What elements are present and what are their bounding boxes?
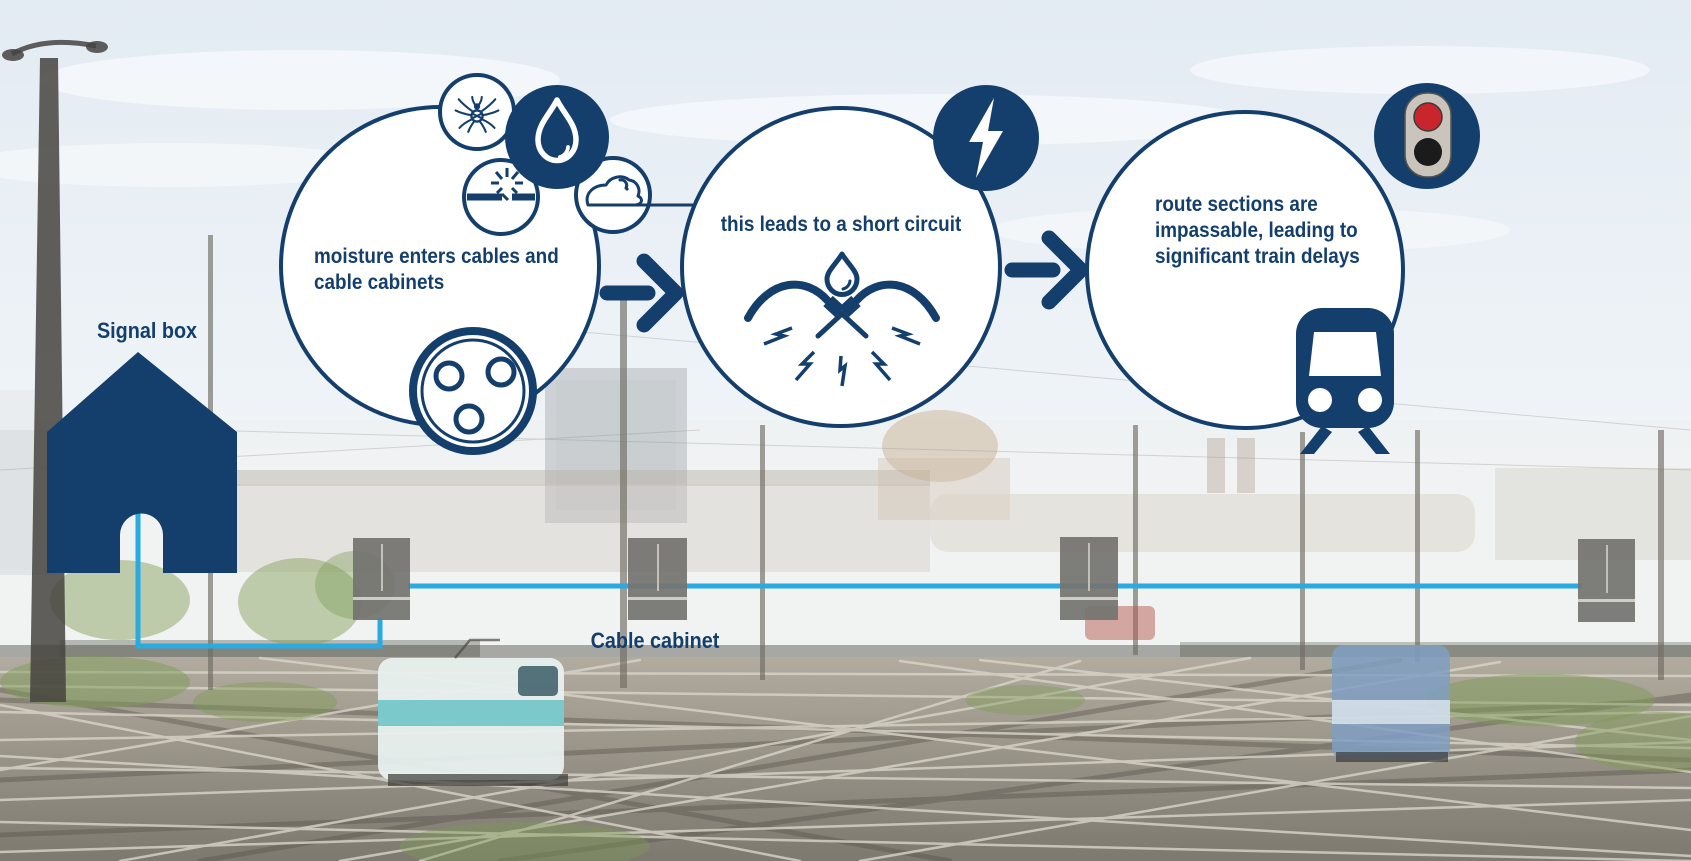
cabinet-door-gap [1088, 542, 1090, 591]
cabinet-door-gap [656, 543, 659, 592]
cabinet-panel-divider [353, 597, 410, 601]
cable-cabinet-label: Cable cabinet [590, 628, 720, 653]
mouse-icon [585, 175, 696, 207]
cabinet-door-gap [380, 543, 383, 592]
step-1-text: moisture enters cables and cable cabinet… [314, 245, 559, 295]
city-skyline [0, 329, 1691, 660]
signal-box-label: Signal box [96, 318, 198, 343]
step-3-text: route sections are impassable, leading t… [1155, 193, 1360, 269]
train-icon [1296, 308, 1394, 454]
arrow-right-icon [599, 253, 684, 333]
spider-icon [454, 95, 500, 133]
sky-clouds [0, 46, 1650, 254]
cable-from-signal-box [135, 500, 383, 649]
cabinet-panel-divider [1060, 596, 1118, 600]
lightning-icon [969, 98, 1003, 178]
signal-light-circle [1374, 83, 1480, 189]
water-drop-circle [505, 85, 609, 189]
cabinet-door-gap [1605, 544, 1608, 593]
short-circuit-cables-icon [744, 251, 940, 387]
cabinet-panel-divider [628, 597, 687, 601]
cable-cabinet-2 [628, 538, 687, 620]
cabinet-panel-divider [1578, 598, 1635, 602]
cable-break-icon [467, 168, 535, 202]
cable-cabinet-3 [1060, 537, 1118, 620]
cable-cross-section-icon [409, 327, 537, 455]
arrow-right-icon [1004, 230, 1089, 310]
signal-light-icon [1404, 92, 1452, 178]
lightning-circle [933, 85, 1039, 191]
cable-cabinet-1 [353, 538, 410, 620]
cable-break-circle [462, 158, 540, 236]
signal-box-icon [47, 352, 237, 573]
step-2-text: this leads to a short circuit [720, 213, 962, 236]
water-drop-icon [535, 97, 579, 164]
cable-cabinet-4 [1578, 539, 1635, 622]
train-left [378, 638, 568, 786]
train-right [1332, 645, 1450, 762]
